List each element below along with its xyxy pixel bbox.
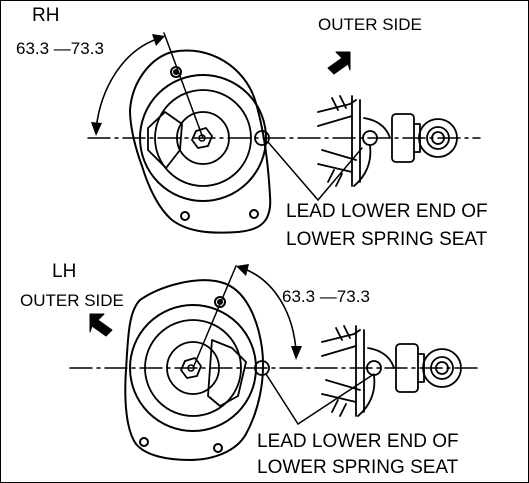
- rh-outer-side-arrow-icon: [327, 51, 351, 75]
- rh-center-nut: [191, 127, 213, 149]
- rh-leader-line-b: [317, 147, 363, 201]
- lh-view: [69, 264, 481, 461]
- rh-note-line-2: LOWER SPRING SEAT: [286, 229, 488, 250]
- lh-hub: [166, 341, 220, 395]
- lh-arc-arrow-bottom: [291, 346, 302, 360]
- lh-outer-side-arrow-icon: [89, 313, 113, 337]
- lh-leader-line-b: [297, 373, 375, 425]
- lh-note-line-1: LEAD LOWER END OF: [257, 431, 459, 452]
- lh-bolt-top: [214, 296, 226, 308]
- lh-marker-circle: [254, 360, 270, 376]
- lh-spring-seat-side-view: [321, 325, 462, 417]
- lh-bolt-bottom-right: [213, 443, 223, 453]
- rh-arc-arrow-bottom: [91, 122, 102, 136]
- lh-inner-ring: [144, 319, 242, 417]
- rh-leader-line-a: [267, 141, 319, 201]
- rh-note-line-1: LEAD LOWER END OF: [286, 201, 488, 222]
- rh-view: [87, 32, 481, 234]
- lh-bracket: [207, 339, 247, 407]
- lh-angle-reference-line: [192, 265, 237, 369]
- rh-side-label: RH: [32, 5, 60, 26]
- rh-angle-reference-line: [163, 32, 204, 139]
- rh-arc-arrow-top: [152, 34, 165, 46]
- rh-outer-side-label: OUTER SIDE: [318, 15, 422, 34]
- rh-angle-arc: [95, 37, 161, 131]
- lh-center-nut: [180, 357, 202, 379]
- rh-bolt-bottom-right: [249, 209, 259, 219]
- lh-side-label: LH: [52, 261, 77, 282]
- rh-angle-range-label: 63.3 —73.3: [16, 39, 104, 58]
- rh-hub: [176, 111, 230, 165]
- rh-inner-ring: [154, 89, 252, 187]
- lh-note-line-2: LOWER SPRING SEAT: [257, 457, 459, 478]
- rh-marker-circle: [254, 130, 270, 146]
- rh-bracket: [147, 111, 183, 169]
- lh-angle-arc: [241, 267, 297, 353]
- rh-mount-plate: [129, 49, 272, 234]
- lh-bolt-bottom-left: [139, 437, 149, 447]
- rh-spring-seat-side-view: [317, 95, 458, 187]
- lh-arc-arrow-top: [236, 264, 249, 276]
- rh-outer-ring: [139, 74, 267, 202]
- lh-mount-plate: [124, 279, 265, 461]
- lh-leader-line-a: [265, 373, 299, 425]
- rh-bolt-bottom-left: [180, 211, 190, 221]
- lh-outer-ring: [129, 304, 257, 432]
- lh-outer-side-label: OUTER SIDE: [20, 291, 124, 310]
- lh-angle-range-label: 63.3 —73.3: [282, 287, 370, 306]
